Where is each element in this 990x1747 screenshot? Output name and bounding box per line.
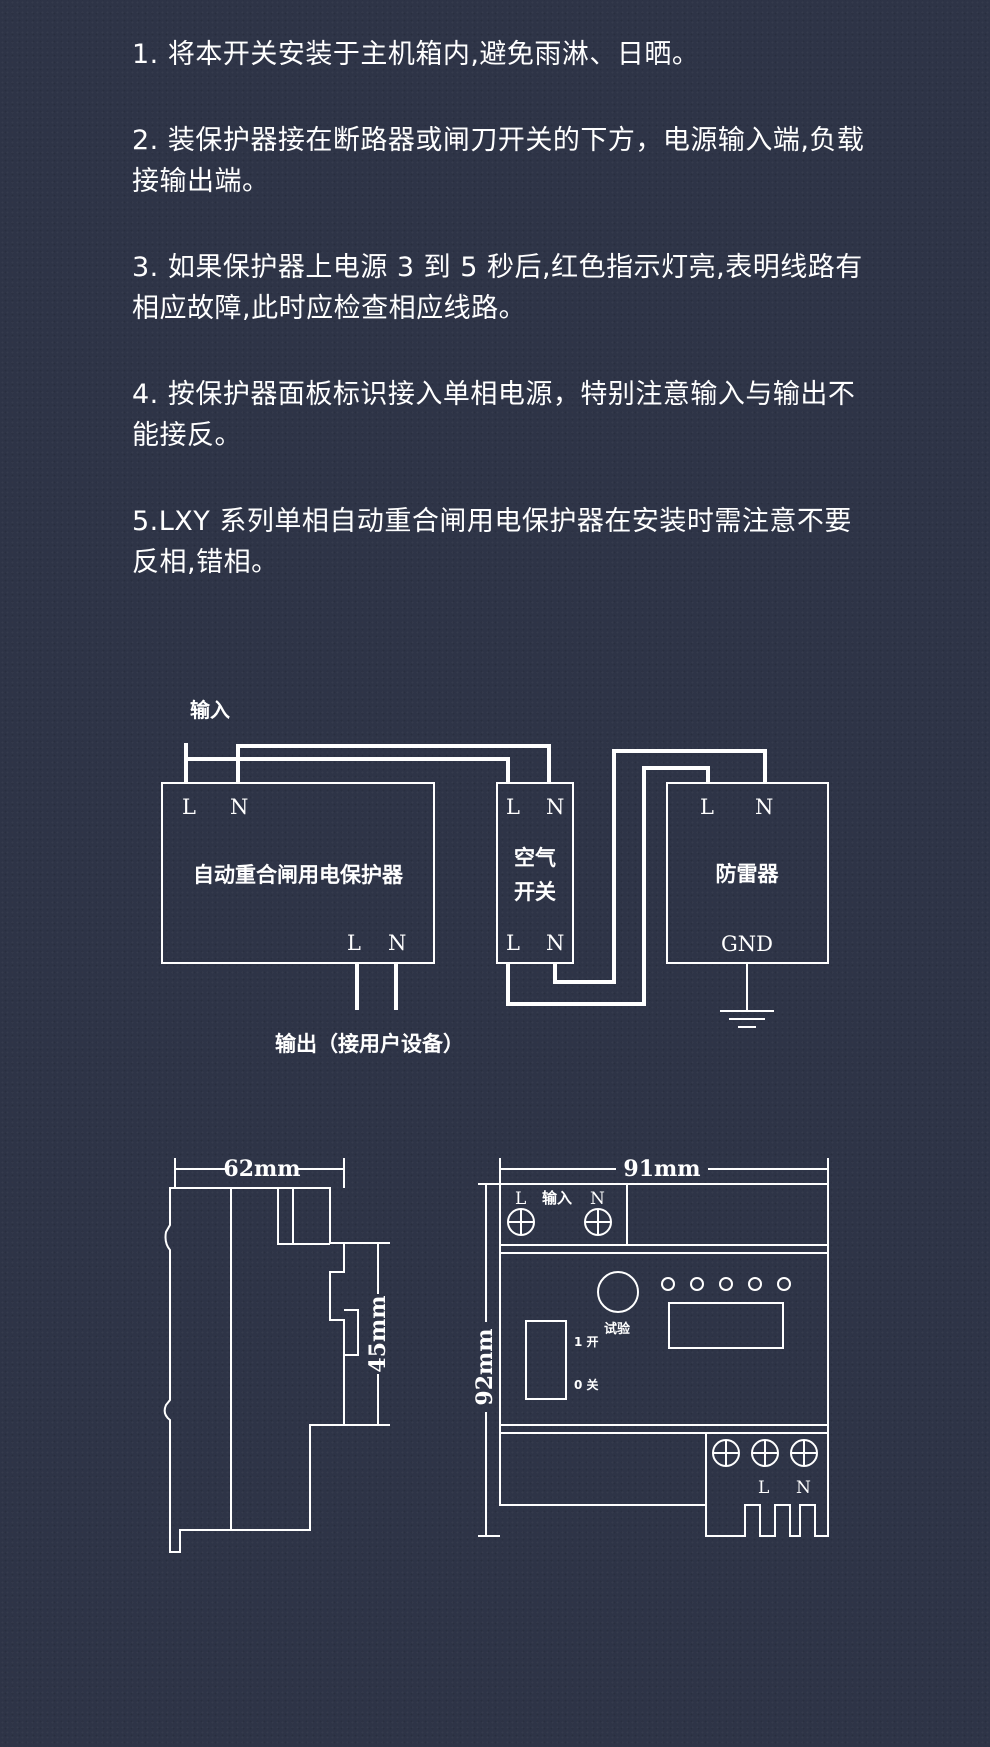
test-label: 试验: [604, 1321, 631, 1337]
output-screw-icon: [712, 1439, 740, 1467]
front-height-dimension: 92mm: [472, 1328, 498, 1405]
surge-protector-name: 防雷器: [716, 862, 780, 886]
input-label: 输入: [190, 698, 230, 722]
protector-name: 自动重合闸用电保护器: [193, 863, 404, 887]
air-switch-box: [496, 782, 574, 964]
protector-box: [161, 782, 435, 964]
front-width-dimension: 91mm: [623, 1156, 700, 1182]
air-switch-name-line2: 开关: [514, 880, 556, 904]
front-output-l-label: L: [758, 1478, 769, 1498]
instruction-4: 4. 按保护器面板标识接入单相电源，特别注意输入与输出不能接反。: [132, 379, 856, 451]
instruction-1: 1. 将本开关安装于主机箱内,避免雨淋、日晒。: [132, 39, 700, 70]
air-switch-in-l-terminal: L: [506, 795, 520, 819]
instruction-5: 5.LXY 系列单相自动重合闸用电保护器在安装时需注意不要反相,错相。: [132, 506, 852, 578]
instruction-3: 3. 如果保护器上电源 3 到 5 秒后,红色指示灯亮,表明线路有相应故障,此时…: [132, 252, 863, 324]
test-button-icon: [597, 1271, 639, 1313]
instruction-2: 2. 装保护器接在断路器或闸刀开关的下方，电源输入端,负载接输出端。: [132, 125, 865, 197]
front-input-l-label: L: [515, 1189, 526, 1209]
side-view-drawing: 62mm 45mm: [163, 1156, 391, 1553]
output-label: 输出（接用户设备）: [275, 1032, 464, 1056]
output-screw-icon: [790, 1439, 818, 1467]
side-height-dimension: 45mm: [365, 1295, 391, 1372]
surge-l-terminal: L: [700, 795, 714, 819]
installation-instructions: 1. 将本开关安装于主机箱内,避免雨淋、日晒。 2. 装保护器接在断路器或闸刀开…: [132, 34, 872, 628]
protector-l-terminal: L: [182, 795, 196, 819]
input-screw-icon: [507, 1208, 535, 1236]
surge-n-terminal: N: [755, 795, 773, 819]
wiring-diagram: 输入 L N 自动重合闸用电保护器 L N L N 空气 开关 L N L N …: [161, 698, 829, 1056]
air-switch-in-n-terminal: N: [546, 795, 564, 819]
air-switch-name-line1: 空气: [514, 846, 556, 870]
air-switch-out-n-terminal: N: [546, 931, 564, 955]
protector-n-terminal: N: [230, 795, 248, 819]
front-input-n-label: N: [590, 1189, 605, 1209]
input-screw-icon: [584, 1208, 612, 1236]
front-input-label: 输入: [542, 1189, 572, 1207]
output-wires: [355, 963, 398, 1010]
surge-gnd-terminal: GND: [721, 932, 773, 956]
input-wires: [184, 743, 551, 783]
switch-handle: [525, 1320, 567, 1400]
front-view-drawing: 91mm 92mm L 输入 N 试验: [472, 1156, 829, 1537]
indicator-lights: [661, 1277, 791, 1291]
side-width-dimension: 62mm: [223, 1156, 300, 1182]
display-window: [668, 1302, 784, 1349]
front-output-n-label: N: [796, 1478, 811, 1498]
output-screw-icon: [751, 1439, 779, 1467]
ground-icon: [720, 963, 774, 1028]
protector-out-n-terminal: N: [388, 931, 406, 955]
air-switch-out-l-terminal: L: [506, 931, 520, 955]
protector-out-l-terminal: L: [347, 931, 361, 955]
switch-to-surge-wires: [506, 749, 767, 1006]
on-label: 1 开: [574, 1335, 599, 1349]
off-label: 0 关: [574, 1377, 599, 1392]
